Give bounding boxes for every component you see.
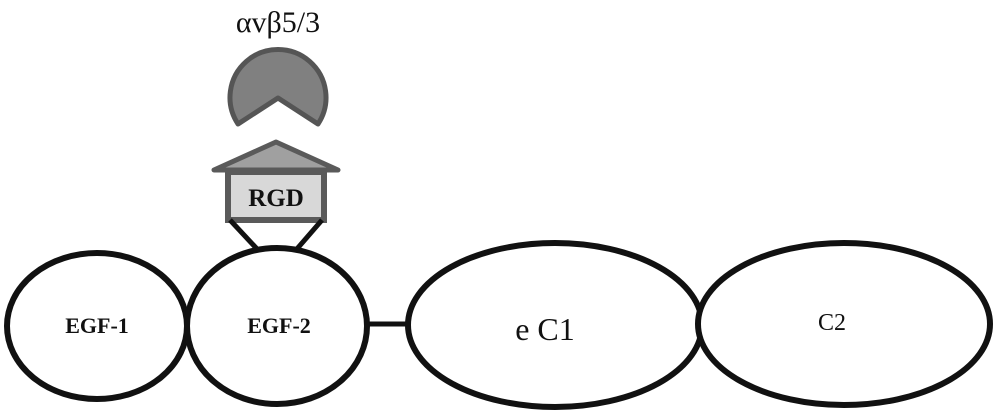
egf1-label: EGF-1: [65, 313, 129, 338]
integrin-receptor-shape: [227, 46, 329, 127]
c1-label: e C1: [515, 311, 575, 347]
rgd-box: [225, 169, 327, 223]
egf2-domain: [184, 245, 370, 407]
c2-label: C2: [818, 310, 846, 336]
rgd-roof: [211, 139, 341, 173]
rgd-label: RGD: [248, 185, 304, 212]
egf2-label: EGF-2: [247, 313, 311, 338]
integrin-label: αvβ5/3: [236, 6, 320, 39]
c2-domain: [695, 240, 993, 408]
rgd-connector-right: [294, 218, 324, 252]
rgd-connector-left: [228, 218, 260, 252]
